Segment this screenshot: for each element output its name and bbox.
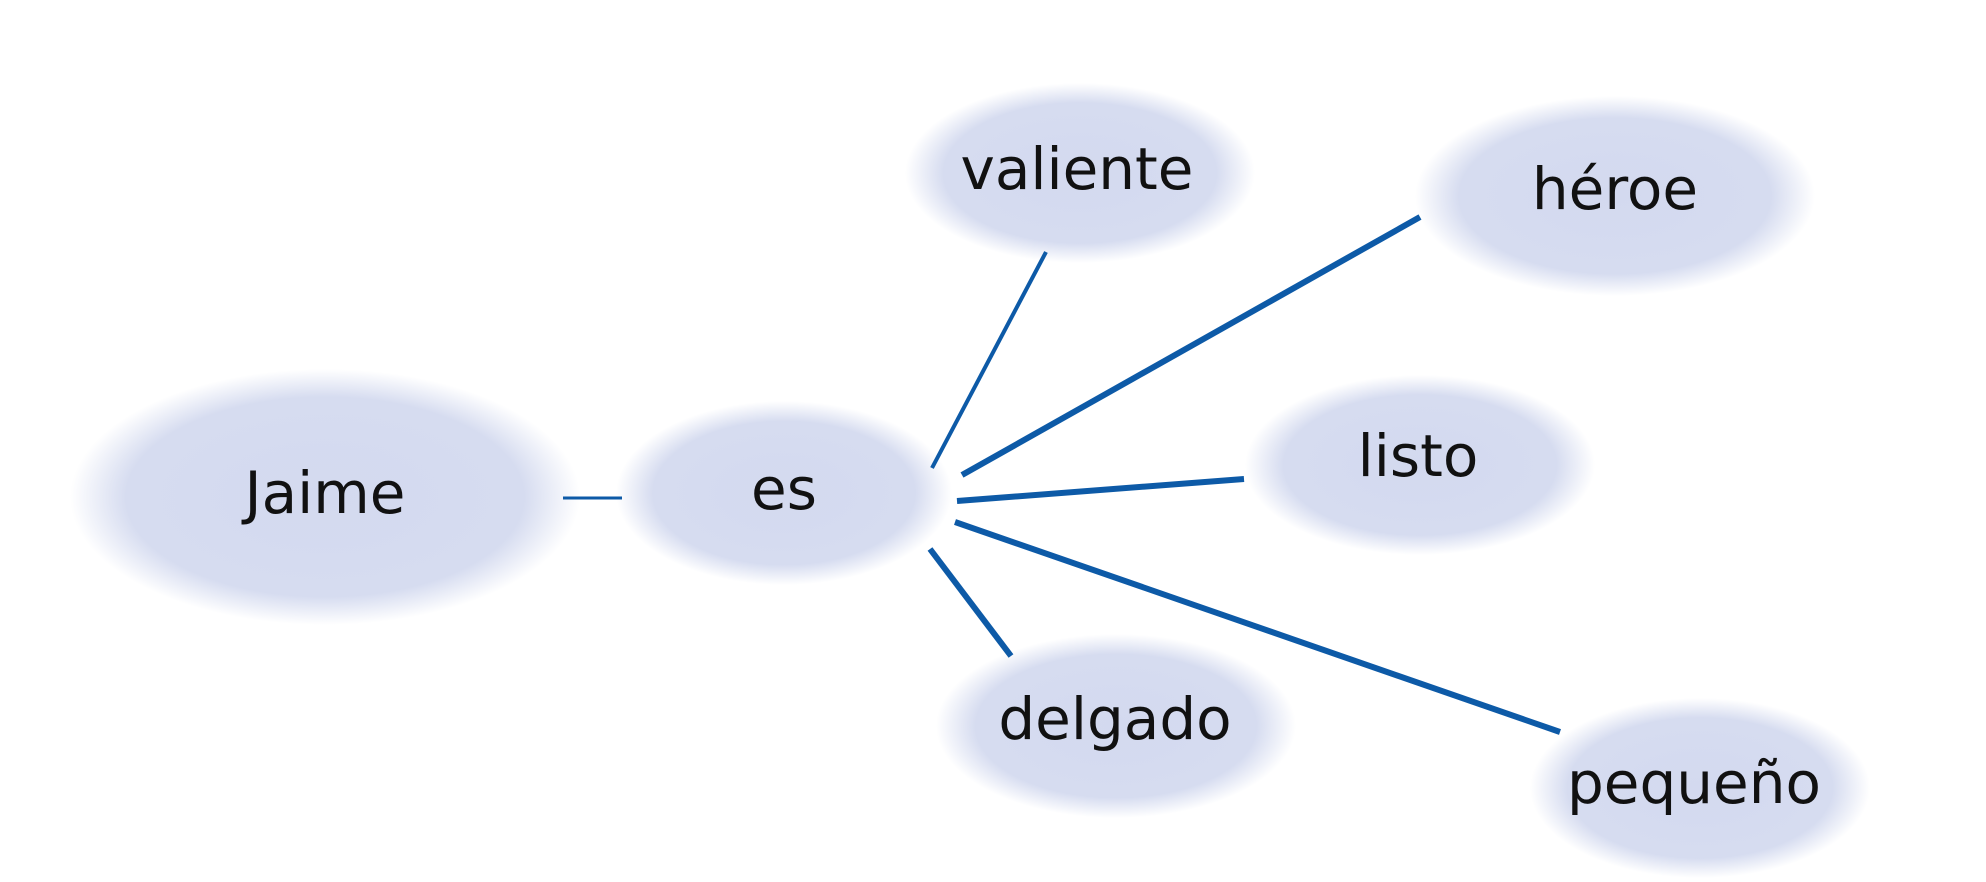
- node-delgado-label: delgado: [998, 685, 1231, 753]
- node-listo-bubble: [1245, 375, 1595, 555]
- node-heroe-label: héroe: [1532, 155, 1698, 223]
- node-pequeno-label: pequeño: [1567, 749, 1821, 817]
- node-pequeno-bubble: [1530, 698, 1870, 878]
- node-jaime-bubble: [70, 369, 580, 625]
- edge-es-delgado: [927, 547, 1014, 658]
- node-listo-label: listo: [1358, 422, 1479, 490]
- node-heroe-bubble: [1415, 96, 1815, 296]
- connector-lines: [563, 214, 1561, 735]
- node-valiente-label: valiente: [961, 135, 1194, 203]
- node-valiente-bubble: [905, 83, 1255, 263]
- node-delgado-bubble: [936, 634, 1296, 818]
- node-jaime-label: Jaime: [242, 459, 406, 527]
- node-es-label: es: [751, 455, 817, 523]
- node-es-bubble: [616, 401, 952, 585]
- edge-es-valiente: [930, 251, 1048, 469]
- edge-es-pequeno: [954, 519, 1561, 735]
- edge-es-listo: [956, 476, 1245, 504]
- edge-es-heroe: [960, 214, 1422, 478]
